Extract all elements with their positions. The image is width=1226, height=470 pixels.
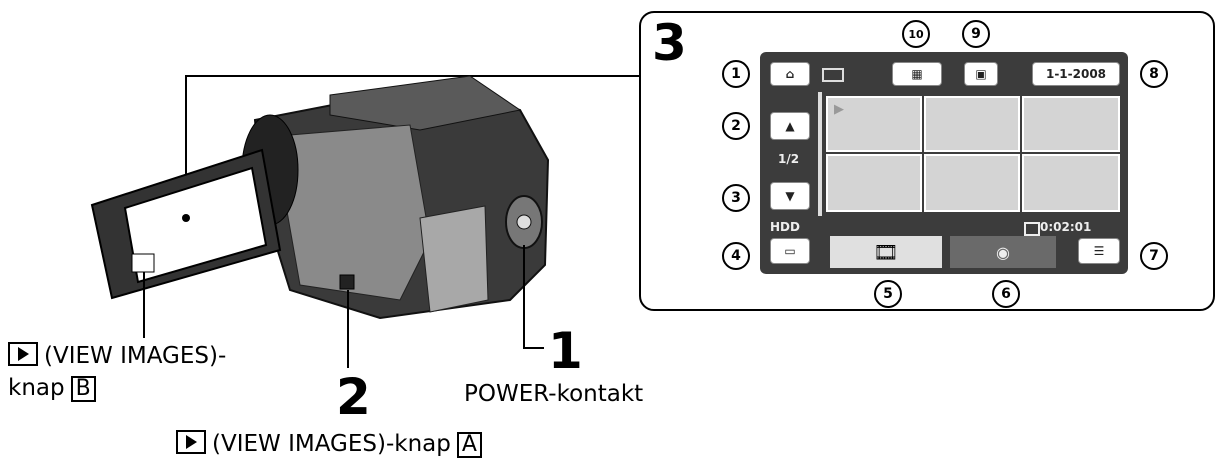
step-number-1: 1: [548, 322, 583, 380]
label-view-images-a-text: (VIEW IMAGES)-knap: [212, 431, 451, 457]
camcorder-top: [329, 75, 522, 131]
key-a: A: [456, 432, 482, 458]
scrollbar[interactable]: [818, 92, 822, 216]
leader-line-screen: [185, 75, 640, 218]
film-icon: 🎞: [873, 240, 899, 264]
lcd-center-dot: [182, 214, 190, 222]
thumbnail-2[interactable]: [924, 96, 1020, 152]
lcd-screen: ⌂ ▦ ▣ 1-1-2008 ▲ 1/2 ▼ ▶ HDD 0:02:01 ▭ 🎞…: [760, 52, 1128, 274]
label-view-images-b: (VIEW IMAGES)-: [8, 342, 226, 370]
play-marker-icon: ▶: [834, 102, 844, 117]
leader-line-1: [523, 245, 544, 349]
callout-1: 1: [722, 60, 750, 88]
callout-6: 6: [992, 280, 1020, 308]
callout-10: 10: [902, 20, 930, 48]
camera-icon: ◉: [996, 242, 1010, 262]
tab-photo[interactable]: ◉: [950, 236, 1056, 268]
key-b: B: [70, 376, 96, 402]
option-button[interactable]: ☰: [1078, 238, 1120, 264]
view-images-button-b: [131, 253, 155, 273]
view-images-button-a: [339, 274, 355, 290]
camcorder-side-panel: [284, 124, 431, 301]
page-indicator: 1/2: [778, 152, 800, 166]
label-view-images-b-line1: (VIEW IMAGES)-: [44, 343, 227, 369]
index-button[interactable]: ▦: [892, 62, 942, 86]
callout-5: 5: [874, 280, 902, 308]
date-button[interactable]: 1-1-2008: [1032, 62, 1120, 86]
next-page-button[interactable]: ▼: [770, 182, 810, 210]
play-icon: [176, 430, 206, 454]
label-view-images-b-line2: knap: [8, 375, 65, 401]
memory-card-icon: [822, 68, 844, 82]
callout-9: 9: [962, 20, 990, 48]
step-number-3: 3: [652, 14, 687, 72]
thumbnail-6[interactable]: [1022, 154, 1120, 212]
back-button[interactable]: ▭: [770, 238, 810, 264]
callout-4: 4: [722, 242, 750, 270]
prev-page-button[interactable]: ▲: [770, 112, 810, 140]
callout-8: 8: [1140, 60, 1168, 88]
thumbnail-1[interactable]: ▶: [826, 96, 922, 152]
media-label: HDD: [770, 220, 800, 234]
film-strip-icon: [1024, 222, 1040, 236]
thumbnail-5[interactable]: [924, 154, 1020, 212]
label-power-switch: POWER-kontakt: [464, 381, 644, 407]
battery-pack: [419, 205, 489, 313]
callout-2: 2: [722, 112, 750, 140]
home-button[interactable]: ⌂: [770, 62, 810, 86]
thumbnail-3[interactable]: [1022, 96, 1120, 152]
step-number-2: 2: [336, 368, 371, 426]
play-icon: [8, 342, 38, 366]
time-readout: 0:02:01: [1040, 220, 1092, 234]
callout-7: 7: [1140, 242, 1168, 270]
playlist-button[interactable]: ▣: [964, 62, 998, 86]
callout-3: 3: [722, 184, 750, 212]
tab-movie[interactable]: 🎞: [830, 236, 942, 268]
thumbnail-4[interactable]: [826, 154, 922, 212]
power-dial-center: [516, 214, 532, 230]
